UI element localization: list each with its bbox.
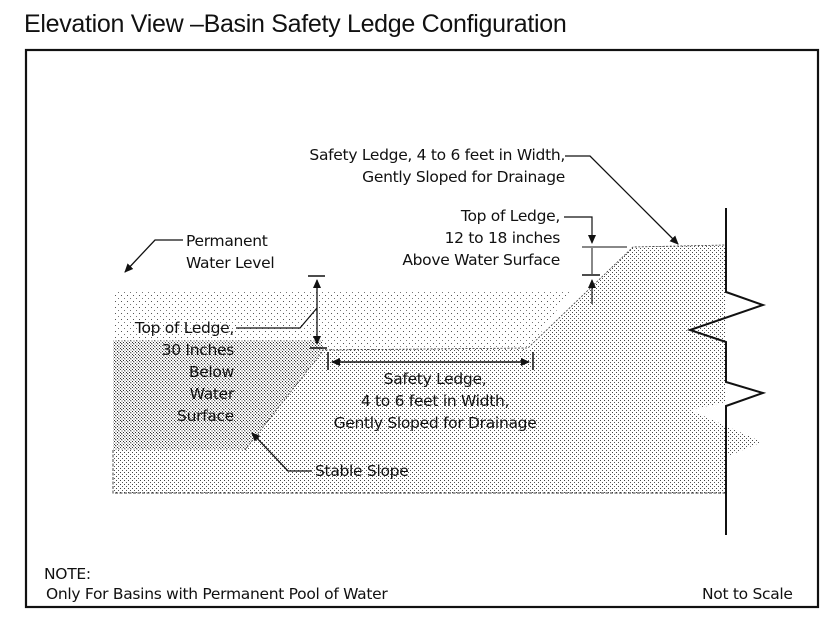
- label-line: 12 to 18 inches: [444, 229, 561, 247]
- label-stable-slope: Stable Slope: [315, 462, 409, 480]
- leader-safety-ledge-top: [565, 155, 679, 245]
- leader-permanent-water-level: [124, 239, 183, 273]
- label-line: Permanent: [186, 232, 268, 250]
- label-line: Surface: [177, 407, 234, 425]
- frame-border: [24, 48, 820, 609]
- label-line: Safety Ledge, 4 to 6 feet in Width,: [309, 146, 565, 164]
- label-line: 4 to 6 feet in Width,: [360, 392, 510, 410]
- water-below-ledge: [113, 340, 322, 450]
- leader-top-of-ledge-below: [236, 307, 318, 329]
- label-line: Water: [189, 385, 235, 403]
- label-permanent-water-level: Permanent Water Level: [186, 230, 275, 274]
- label-line: Safety Ledge,: [383, 370, 487, 388]
- diagram-title: Elevation View –Basin Safety Ledge Confi…: [24, 10, 567, 38]
- label-line: Top of Ledge,: [134, 319, 234, 337]
- note-heading: NOTE:: [44, 565, 91, 583]
- label-line: Gently Sloped for Drainage: [362, 168, 565, 186]
- soil-bottom-line: [112, 450, 726, 494]
- break-line: [686, 208, 767, 535]
- note-text: Only For Basins with Permanent Pool of W…: [46, 585, 388, 603]
- label-line: 30 Inches: [161, 341, 235, 359]
- label-safety-ledge-mid: Safety Ledge, 4 to 6 feet in Width, Gent…: [310, 368, 560, 434]
- label-safety-ledge-top: Safety Ledge, 4 to 6 feet in Width, Gent…: [250, 144, 565, 188]
- label-line: Gently Sloped for Drainage: [333, 414, 537, 432]
- label-line: Top of Ledge,: [460, 207, 560, 225]
- ledge-surface-line: [321, 244, 727, 351]
- soil-embankment: [113, 245, 762, 493]
- label-line: Water Level: [186, 254, 275, 272]
- label-top-of-ledge-below: Top of Ledge, 30 Inches Below Water Surf…: [100, 317, 234, 427]
- label-line: Below: [188, 363, 234, 381]
- label-line: Above Water Surface: [402, 251, 560, 269]
- leader-top-of-ledge-above: [564, 216, 596, 244]
- leader-stable-slope: [251, 432, 312, 472]
- scale-note: Not to Scale: [702, 585, 793, 603]
- label-top-of-ledge-above: Top of Ledge, 12 to 18 inches Above Wate…: [360, 205, 560, 271]
